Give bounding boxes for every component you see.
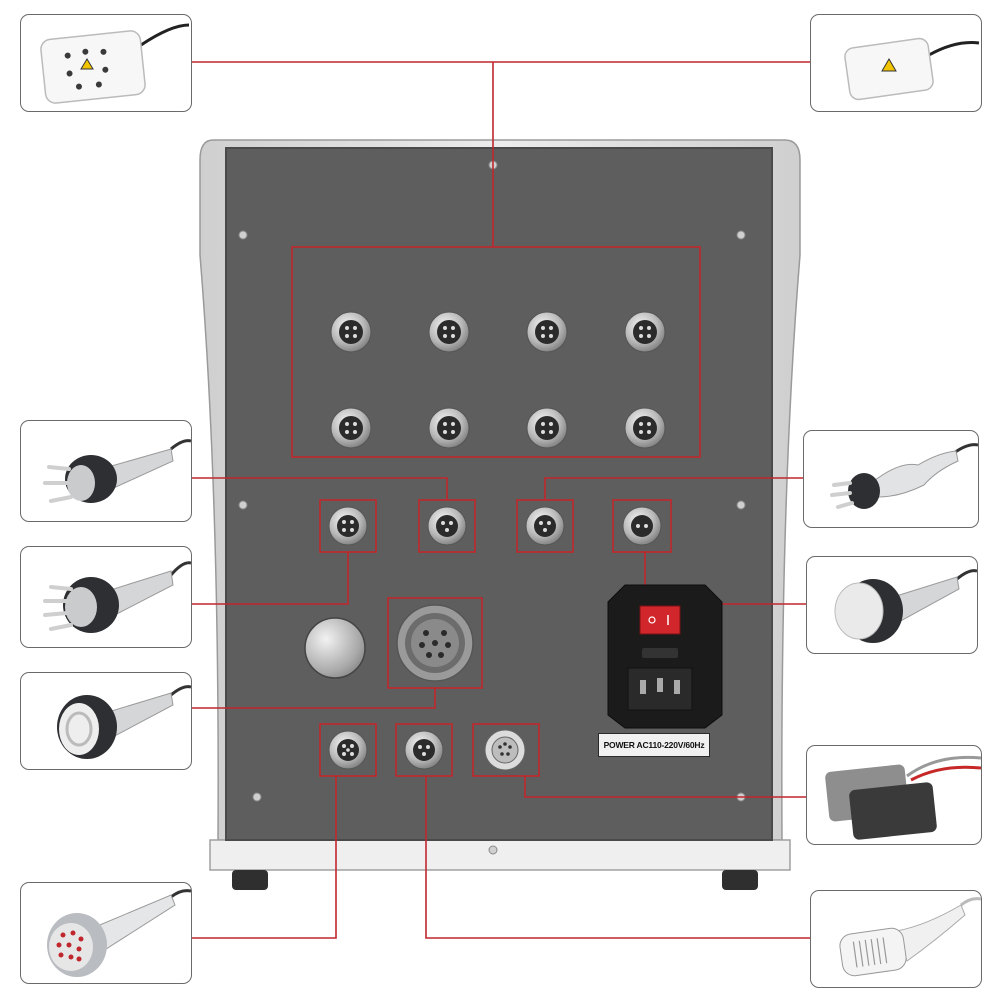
bipolar-rf-probe-icon bbox=[839, 897, 981, 977]
connector-socket bbox=[428, 407, 470, 449]
accessory-thumb-mid-right-2 bbox=[806, 556, 978, 654]
connector-socket bbox=[525, 506, 565, 546]
connector-socket bbox=[624, 407, 666, 449]
rf-probe-ring-icon bbox=[57, 685, 191, 759]
rf-probe-tripolar-icon bbox=[43, 439, 191, 503]
accessory-thumb-mid-left-2 bbox=[20, 546, 192, 648]
accessory-thumb-right-pad bbox=[806, 745, 982, 845]
leader-lines bbox=[190, 61, 810, 939]
accessory-thumb-bottom-left bbox=[20, 882, 192, 984]
accessory-thumb-mid-left-3 bbox=[20, 672, 192, 770]
laser-pad-small-icon bbox=[844, 37, 980, 101]
accessory-thumb-top-right bbox=[810, 14, 982, 112]
laser-pad-icon bbox=[40, 23, 190, 104]
led-probe-icon bbox=[47, 889, 191, 977]
connector-row-middle bbox=[328, 506, 662, 546]
cavitation-probe-icon bbox=[834, 569, 977, 643]
rocker-switch bbox=[639, 605, 681, 635]
power-rating-label: POWER AC110-220V/60Hz bbox=[598, 733, 710, 757]
connector-socket bbox=[526, 311, 568, 353]
accessory-thumb-mid-left-1 bbox=[20, 420, 192, 522]
electrode-pad-icon bbox=[825, 755, 981, 840]
connector-socket bbox=[330, 407, 372, 449]
accessory-thumb-mid-right-1 bbox=[803, 430, 979, 528]
connector-socket bbox=[428, 311, 470, 353]
rf-probe-sextupolar-icon bbox=[43, 561, 191, 633]
accessory-thumb-top-left bbox=[20, 14, 192, 112]
connector-grid bbox=[330, 311, 666, 449]
connector-row-bottom bbox=[328, 729, 526, 771]
connector-socket bbox=[484, 729, 526, 771]
power-module bbox=[607, 584, 723, 729]
rf-probe-slim-icon bbox=[830, 443, 978, 509]
connector-socket bbox=[328, 506, 368, 546]
connector-socket bbox=[328, 730, 368, 770]
connector-socket bbox=[624, 311, 666, 353]
connector-socket bbox=[427, 506, 467, 546]
connector-socket bbox=[404, 730, 444, 770]
power-knob bbox=[304, 617, 366, 679]
accessory-thumb-bottom-right bbox=[810, 890, 982, 988]
multi-pin-connector bbox=[396, 604, 474, 682]
connector-socket bbox=[622, 506, 662, 546]
connector-socket bbox=[330, 311, 372, 353]
connector-socket bbox=[526, 407, 568, 449]
